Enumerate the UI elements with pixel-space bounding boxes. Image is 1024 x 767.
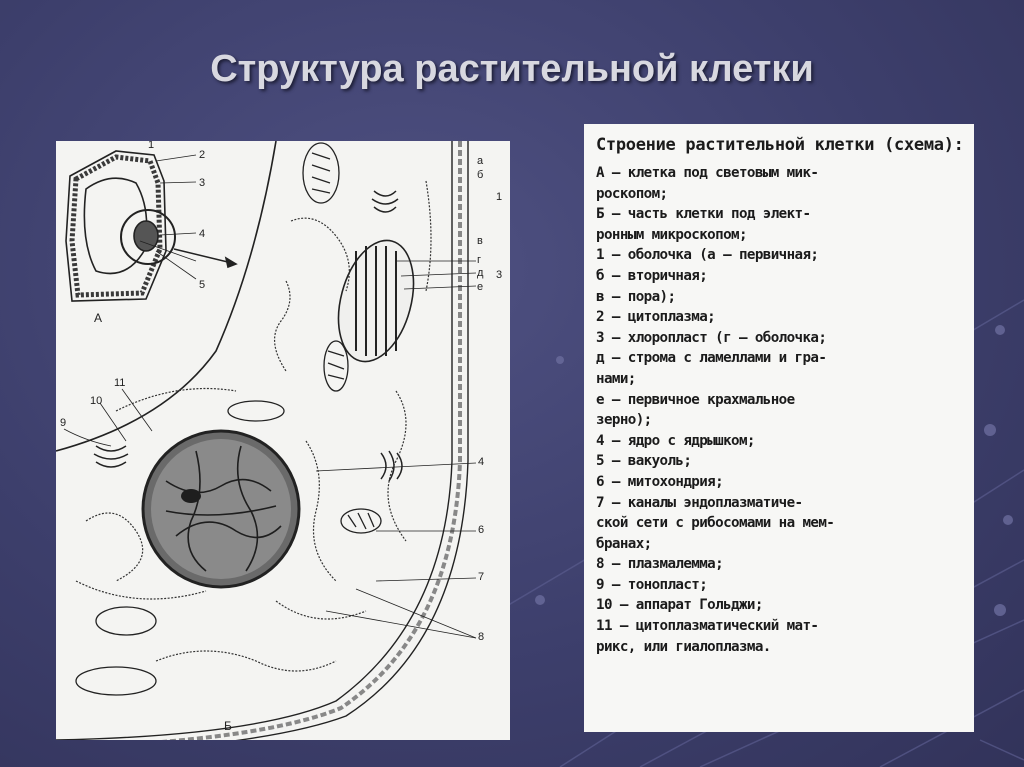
- callout-8: 8: [478, 631, 485, 643]
- legend-item: Б — часть клетки под элект-: [596, 206, 811, 223]
- legend-item: роскопом;: [596, 185, 668, 202]
- legend-item: бранах;: [596, 535, 652, 552]
- legend-item: нами;: [596, 370, 636, 387]
- tonoplast: [56, 141, 277, 452]
- slide-title: Структура растительной клетки: [210, 48, 814, 90]
- callout-7: 7: [478, 571, 485, 583]
- legend-item: 4 — ядро с ядрышком;: [596, 432, 755, 449]
- legend-item: 7 — каналы эндоплазматиче-: [596, 494, 803, 511]
- callout-a: а: [477, 155, 484, 167]
- plant-cell-drawing: [56, 141, 477, 740]
- callout-11: 11: [114, 377, 126, 389]
- callout-e: е: [477, 281, 484, 293]
- legend-panel: Строение растительной клетки (схема): А …: [584, 124, 974, 732]
- legend-item: 9 — тонопласт;: [596, 576, 708, 593]
- mitochondria-drawing: [75, 142, 382, 696]
- plant-cell-figure: 1 2 3 4 5 4 6 7 8 9 10 11 3 а б в г д е …: [56, 141, 510, 740]
- legend-item: А — клетка под световым мик-: [596, 165, 819, 181]
- legend-item: 3 — хлоропласт (г — оболочка;: [596, 329, 827, 346]
- callout-9: 9: [60, 417, 67, 429]
- callout-v: в: [477, 235, 483, 247]
- label-b: Б: [224, 719, 232, 733]
- callout-3-b: 3: [496, 269, 503, 281]
- chloroplast-drawing: [337, 239, 415, 363]
- callout-b: б: [477, 169, 484, 181]
- legend-list: А — клетка под световым мик- роскопом; Б…: [596, 163, 966, 657]
- callout-2: 2: [199, 149, 206, 161]
- callout-3: 3: [199, 177, 206, 189]
- legend-item: в — пора);: [596, 288, 676, 305]
- legend-item: ской сети с рибосомами на мем-: [596, 515, 835, 532]
- cell-wall-arc: [56, 141, 469, 740]
- callout-6: 6: [478, 524, 485, 536]
- legend-item: 11 — цитоплазматический мат-: [596, 618, 819, 635]
- legend-item: д — строма с ламеллами и гра-: [596, 350, 827, 367]
- legend-item: 1 — оболочка (а — первичная;: [596, 247, 819, 264]
- callout-4: 4: [478, 456, 485, 468]
- legend-item: е — первичное крахмальное: [596, 391, 795, 408]
- legend-item: 5 — вакуоль;: [596, 453, 692, 470]
- callout-g: г: [477, 254, 482, 266]
- callout-1-b: 1: [496, 191, 503, 203]
- legend-item: ронным микроскопом;: [596, 226, 747, 243]
- callout-1: 1: [148, 141, 155, 151]
- er-channels-drawing: [75, 180, 432, 672]
- cell-a-light-microscope: [65, 150, 238, 302]
- label-a: А: [94, 311, 103, 325]
- legend-item: б — вторичная;: [596, 267, 708, 284]
- legend-item: рикс, или гиалоплазма.: [596, 638, 771, 655]
- callout-10: 10: [90, 395, 103, 407]
- legend-item: зерно);: [596, 412, 652, 429]
- callout-d: д: [477, 267, 484, 279]
- leader-lines: [63, 260, 477, 639]
- legend-item: 10 — аппарат Гольджи;: [596, 597, 763, 614]
- legend-item: 8 — плазмалемма;: [596, 556, 724, 573]
- callout-4-a: 4: [199, 228, 206, 240]
- legend-item: 2 — цитоплазма;: [596, 309, 716, 326]
- nucleus-drawing: [141, 429, 301, 589]
- legend-item: 6 — митохондрия;: [596, 473, 724, 490]
- legend-title: Строение растительной клетки (схема):: [596, 135, 964, 155]
- callout-5: 5: [199, 279, 206, 291]
